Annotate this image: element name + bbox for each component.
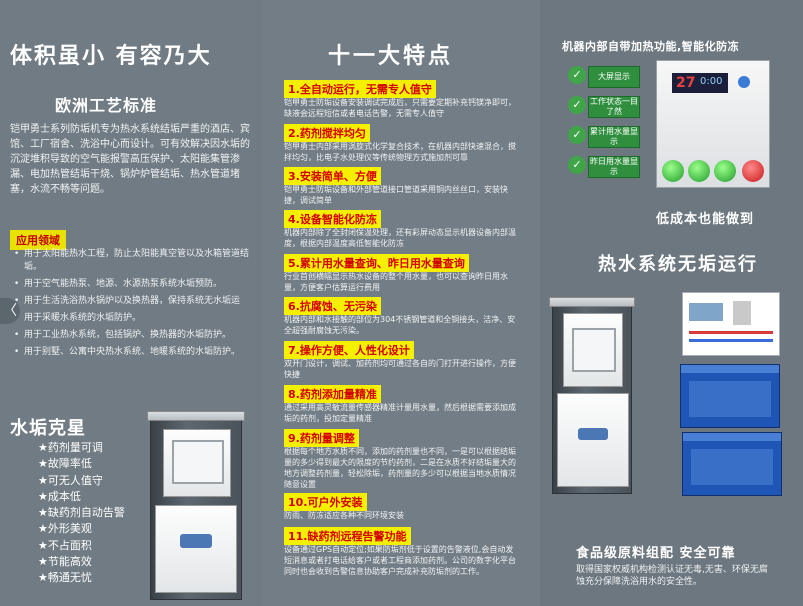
pipe-line-icon xyxy=(689,339,773,342)
feature-title: 3.安装简单、方便 xyxy=(284,167,381,185)
feature-text: 行业首创横幅显示热水设备的整个用水量，也可以查询昨日用水量，方便客户估算运行费用 xyxy=(284,272,508,292)
feature-star-item: ★可无人值守 xyxy=(38,473,103,487)
lcd-time: 0:00 xyxy=(700,76,723,87)
feature-chip: 昨日用水量显示 xyxy=(588,156,640,178)
feature-text: 根据每个地方水质不同，添加的药剂量也不同，一是可以根据结垢量的多少得到最大的限度… xyxy=(284,447,516,489)
feature-text: 机器内部和水接触的部位为304不锈钢管道和全铜接头，洁净、安全超强耐腐蚀无污染。 xyxy=(284,315,516,335)
feature-title: 7.操作方便、人性化设计 xyxy=(284,341,414,359)
indicator-led-icon xyxy=(738,76,750,88)
feature-title: 11.缺药剂远程告警功能 xyxy=(284,527,411,545)
pipe-line-icon xyxy=(689,331,773,334)
feature-star-item: ★缺药剂自动告警 xyxy=(38,506,125,520)
screen-panel xyxy=(689,381,771,417)
screen-panel xyxy=(691,449,773,485)
feature-star-list: ★药剂量可调 ★故障率低 ★可无人值守 ★成本低 ★缺药剂自动告警 ★外形美观 … xyxy=(38,440,125,587)
feature-star-item: ★药剂量可调 xyxy=(38,441,103,454)
feature-text: 机器内部除了全封闭保温处理，还有彩屏动态显示机器设备内部温度，根据内部温度高低智… xyxy=(284,228,516,248)
feature-title: 10.可户外安装 xyxy=(284,493,367,511)
feature-star-item: ★故障率低 xyxy=(38,457,92,471)
machine-logo-icon xyxy=(180,534,212,548)
feature-star-item: ★外形美观 xyxy=(38,522,92,536)
thumbs-up-icon: ✓ xyxy=(568,66,586,84)
feature-star-item: ★畅通无忧 xyxy=(38,571,92,585)
thumbs-up-icon: ✓ xyxy=(568,156,586,174)
feature-text: 双开门设计，调试、加药剂均可通过各自的门打开进行操作，方便快捷 xyxy=(284,359,516,379)
machine-upper-door xyxy=(163,429,231,497)
green-button-icon xyxy=(714,160,736,182)
low-cost-slogan: 低成本也能做到 xyxy=(656,212,755,227)
prev-arrow-icon[interactable]: 〈 xyxy=(0,298,20,324)
machine-top xyxy=(549,297,635,307)
food-grade-text: 取得国家权威机构检测认证无毒,无害、环保无腐蚀充分保障洗浴用水的安全性。 xyxy=(576,565,768,587)
application-item: 用于采暖水系统的水垢防护。 xyxy=(14,312,254,325)
machine-window xyxy=(572,328,616,372)
feature-chip: 大屏显示 xyxy=(588,66,640,88)
feature-star-item: ★不占面积 xyxy=(38,538,92,552)
left-intro: 铠甲勇士系列防垢机专为热水系统结垢严重的酒店、宾馆、工厂宿舍、洗浴中心而设计。可… xyxy=(10,124,250,195)
application-item: 用于工业热水系统，包括锅炉、换热器的水垢防护。 xyxy=(14,329,254,342)
lcd-temperature: 27 xyxy=(676,75,696,91)
application-item: 用于太阳能热水工程，防止太阳能真空管以及水箱管道结垢。 xyxy=(14,248,254,274)
machine-lower-door xyxy=(557,393,629,487)
red-button-icon xyxy=(742,160,764,182)
feature-star-item: ★成本低 xyxy=(38,489,81,503)
feature-text: 铠甲勇士防垢设备和外部管道接口管道采用铜内丝丝口，安装快捷，调试简单 xyxy=(284,185,508,205)
green-button-icon xyxy=(662,160,684,182)
screen-image-2 xyxy=(682,432,782,496)
screen-image-1 xyxy=(680,364,780,428)
machine-logo-icon xyxy=(578,428,608,440)
thumbs-up-icon: ✓ xyxy=(568,126,586,144)
feature-chip: 累计用水量显示 xyxy=(588,126,640,148)
feature-star-item: ★节能高效 xyxy=(38,555,92,569)
feature-title: 9.药剂量调整 xyxy=(284,429,359,447)
machine-upper-door xyxy=(563,313,623,387)
middle-headline: 十一大特点 xyxy=(328,44,454,69)
feature-text: 防雨、防冻适应各种不同环境安装 xyxy=(284,511,404,520)
application-item: 用于生活洗浴热水锅炉以及换热器，保持系统无水垢运 xyxy=(14,295,254,308)
left-headline: 体积虽小 有容乃大 xyxy=(10,44,212,69)
machine-top xyxy=(147,411,245,421)
feature-title: 1.全自动运行，无需专人值守 xyxy=(284,80,436,98)
application-tag: 应用领域 xyxy=(10,230,66,250)
machine-window xyxy=(172,440,224,484)
system-diagram-image xyxy=(682,292,780,356)
feature-text: 铠甲勇士内部采用涡旋式化学复合技术，在机器内部快速混合，搅拌均匀，比电子水处理仪… xyxy=(284,142,516,162)
machine-image-right xyxy=(549,297,635,494)
lcd-display: 27 xyxy=(672,73,728,93)
feature-text: 设备通过GPS自动定位;如果防垢剂低于设置的告警液位,会自动发短消息或者打电话给… xyxy=(284,545,516,576)
heating-headline: 机器内部自带加热功能,智能化防冻 xyxy=(562,40,740,53)
scale-title: 水垢克星 xyxy=(10,418,86,439)
application-item: 用于空气能热泵、地源、水源热泵系统水垢预防。 xyxy=(14,278,254,291)
feature-chip: 工作状态一目了然 xyxy=(588,96,640,118)
application-item: 用于别墅、公寓中央热水系统、地暖系统的水垢防护。 xyxy=(14,346,254,359)
thumbs-up-icon: ✓ xyxy=(568,96,586,114)
left-subheadline: 欧洲工艺标准 xyxy=(55,96,158,115)
machine-image-left xyxy=(147,411,245,600)
screen-header xyxy=(681,365,779,373)
feature-title: 8.药剂添加量精准 xyxy=(284,385,381,403)
machine-lower-door xyxy=(155,505,237,593)
screen-header xyxy=(683,433,781,441)
scale-free-headline: 热水系统无垢运行 xyxy=(598,254,758,275)
feature-text: 铠甲勇士防垢设备安装调试完成后，只需要定期补充钙镁净即可，缺液会远程短信或者电话… xyxy=(284,98,516,118)
food-grade-headline: 食品级原料组配 安全可靠 xyxy=(576,546,736,561)
feature-text: 通过采用高灵敏流量传感器精准计量用水量，然后根据需要添加成垢的药剂，投加定量精准 xyxy=(284,403,516,423)
feature-title: 2.药剂搅拌均匀 xyxy=(284,124,370,142)
feature-title: 6.抗腐蚀、无污染 xyxy=(284,297,381,315)
feature-title: 4.设备智能化防冻 xyxy=(284,210,381,228)
application-list: 用于太阳能热水工程，防止太阳能真空管以及水箱管道结垢。 用于空气能热泵、地源、水… xyxy=(14,248,254,363)
green-button-icon xyxy=(688,160,710,182)
feature-title: 5.累计用水量查询、昨日用水量查询 xyxy=(284,254,469,272)
tank-icon xyxy=(733,301,751,325)
solar-panel-icon xyxy=(689,303,723,321)
